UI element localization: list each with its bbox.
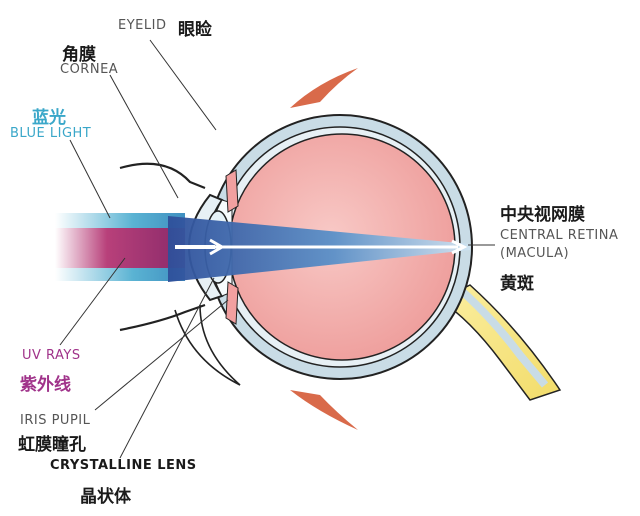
upper-eyelash (119, 162, 206, 190)
blue-light-band-top (55, 213, 185, 228)
cornea-label-en: CORNEA (60, 62, 119, 77)
optic-nerve-sheath (452, 281, 549, 388)
uv-label-en: UV RAYS (22, 348, 81, 363)
lower-eyelid (290, 390, 358, 430)
upper-eyelid (290, 68, 358, 108)
iris-label-en: IRIS PUPIL (20, 413, 91, 428)
retina-label-en: CENTRAL RETINA (500, 228, 619, 243)
iris-label-zh: 虹膜瞳孔 (18, 435, 86, 455)
eyelid-label-zh: 眼睑 (178, 20, 212, 40)
bluelight-label-en: BLUE LIGHT (10, 126, 92, 141)
blue-light-band-bottom (55, 268, 185, 281)
leader-uv (59, 257, 126, 346)
lower-eyelash (119, 303, 206, 332)
lens-label-zh: 晶状体 (80, 487, 131, 507)
leader-cornea (109, 74, 179, 199)
cornea-label-zh: 角膜 (62, 45, 96, 65)
iris-lower (225, 281, 239, 325)
lower-eyelid-curve (174, 304, 241, 386)
macula-label-zh: 黄斑 (500, 274, 534, 294)
lens-label-en: CRYSTALLINE LENS (50, 458, 197, 473)
uv-ray-band (55, 228, 185, 268)
leader-bluelight (69, 139, 111, 219)
iris-upper (225, 169, 239, 213)
entry-arrow-head (209, 238, 225, 256)
blue-light-ray (168, 216, 470, 282)
bluelight-label-zh: 蓝光 (32, 108, 66, 128)
leader-eyelid (149, 39, 217, 131)
leader-iris (94, 299, 229, 411)
light-arrow-head (451, 239, 468, 255)
macula-label-en: (MACULA) (500, 246, 570, 261)
eyelid-label-en: EYELID (118, 18, 167, 33)
macula-label-zh-top: 中央视网膜 (500, 205, 585, 225)
leader-lens (119, 277, 215, 459)
uv-label-zh: 紫外线 (20, 375, 71, 395)
